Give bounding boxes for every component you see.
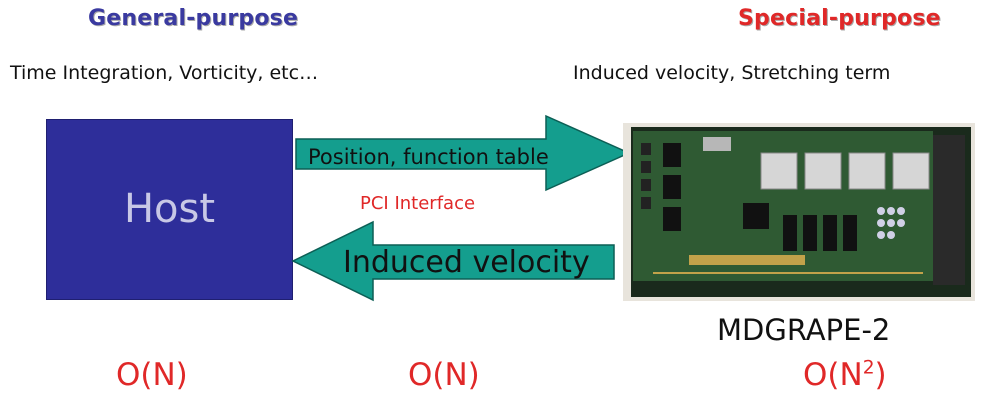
transfer-complexity: O(N) — [408, 357, 480, 393]
mdgrape2-board-image — [623, 123, 975, 301]
host-box: Host — [46, 119, 293, 300]
pci-interface-label: PCI Interface — [360, 193, 476, 214]
special-purpose-heading: Special-purpose — [738, 6, 941, 31]
board-complexity-base: O(N — [803, 357, 863, 393]
special-purpose-description: Induced velocity, Stretching term — [573, 62, 891, 84]
general-purpose-description: Time Integration, Vorticity, etc… — [10, 62, 319, 84]
board-complexity: O(N2) — [803, 357, 887, 393]
arrow-to-board — [295, 114, 631, 192]
arrow-label-position-function-table: Position, function table — [308, 145, 549, 169]
board-complexity-exponent: 2 — [862, 357, 875, 379]
host-complexity: O(N) — [116, 357, 188, 393]
arrow-label-induced-velocity: Induced velocity — [343, 245, 590, 280]
general-purpose-heading: General-purpose — [88, 6, 299, 31]
arrow-to-host — [291, 220, 615, 302]
host-label: Host — [123, 186, 216, 232]
board-complexity-close: ) — [874, 357, 887, 393]
mdgrape2-caption: MDGRAPE-2 — [717, 313, 891, 347]
